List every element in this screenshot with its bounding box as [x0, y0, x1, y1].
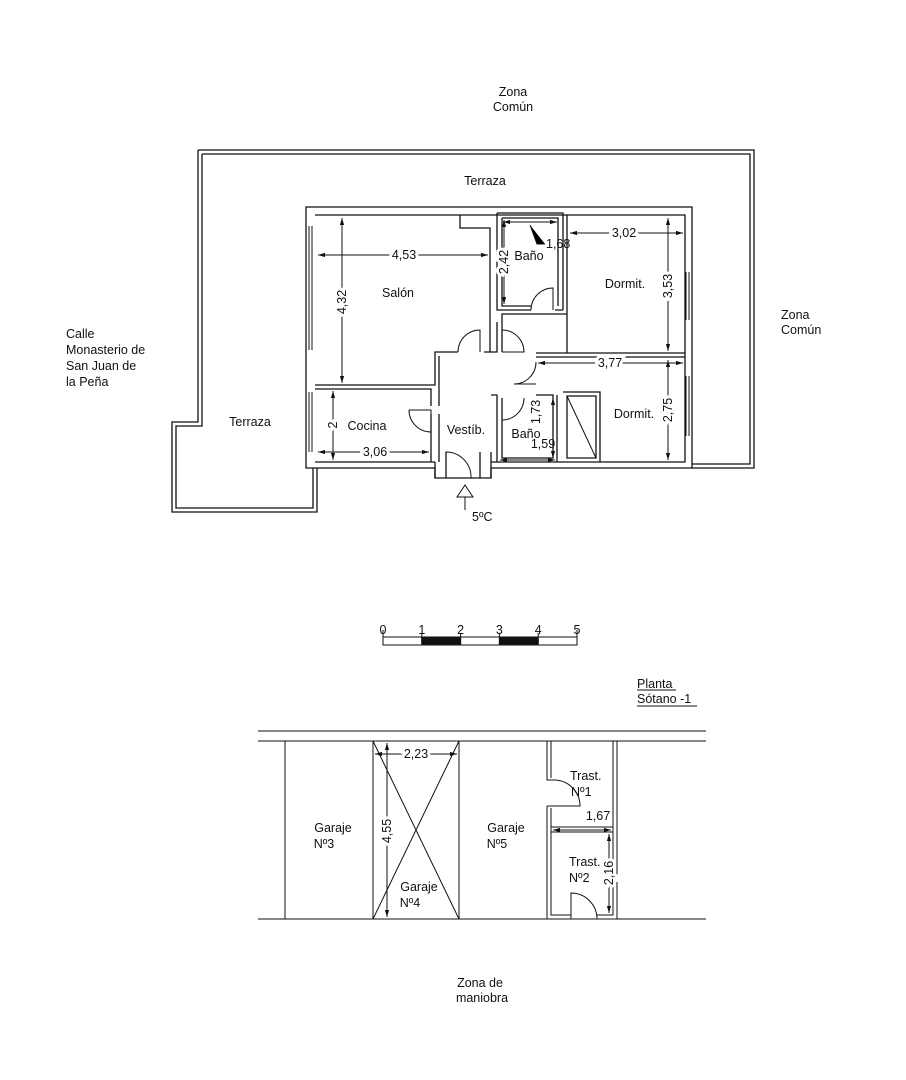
dim-cocina-depth: 2 [326, 421, 340, 428]
garage-labels: Garaje Nº3 Garaje Nº4 Garaje Nº5 Trast. … [314, 744, 619, 1005]
scale-tick-3: 3 [496, 623, 503, 637]
dim-bano-1-depth: 2,42 [497, 250, 511, 274]
room-labels: Zona Común Terraza Zona Común Calle Mona… [66, 85, 821, 524]
garage-dimension-lines [375, 743, 612, 917]
scale-tick-4: 4 [535, 623, 542, 637]
street-label-1: Calle [66, 327, 95, 341]
door-swings [408, 287, 554, 479]
scale-tick-0: 0 [380, 623, 387, 637]
title-line-1: Planta [637, 677, 672, 691]
entrance-arrow [456, 484, 474, 510]
terrace-outline [171, 149, 755, 513]
dimension-labels: 4,53 4,32 1,68 2,42 3,02 3,53 3,77 2,75 … [323, 223, 678, 462]
trastero-2-label-1: Trast. [569, 855, 600, 869]
dim-bano-1-width: 1,68 [546, 237, 570, 251]
dim-dormit-1-width: 3,02 [612, 226, 636, 240]
bano-1-label: Baño [514, 249, 543, 263]
salon-label: Salón [382, 286, 414, 300]
street-label-2: Monasterio de [66, 343, 145, 357]
dormit-1-label: Dormit. [605, 277, 645, 291]
dim-salon-depth: 4,32 [335, 290, 349, 314]
scale-segment-4 [498, 636, 539, 646]
scale-segment-2 [421, 636, 462, 646]
garage-walls [258, 730, 706, 920]
trastero-1-label-1: Trast. [570, 769, 601, 783]
dim-dormit-2-depth: 2,75 [661, 398, 675, 422]
zona-maniobra-label-1: Zona de [457, 976, 503, 990]
garaje-3-label-1: Garaje [314, 821, 352, 835]
scale-bar: 0 1 2 3 4 5 [380, 623, 581, 646]
scale-tick-5: 5 [574, 623, 581, 637]
garaje-4-label-1: Garaje [400, 880, 438, 894]
vestibulo-label: Vestíb. [447, 423, 485, 437]
trastero-2-label-2: Nº2 [569, 871, 590, 885]
dormit-2-label: Dormit. [614, 407, 654, 421]
dim-trastero-width: 1,67 [586, 809, 610, 823]
title-line-2: Sótano -1 [637, 692, 691, 706]
lower-plan-title: Planta Sótano -1 [637, 677, 697, 707]
scale-tick-1: 1 [418, 623, 425, 637]
terraza-left-label: Terraza [229, 415, 271, 429]
garaje-4-label-2: Nº4 [400, 896, 421, 910]
street-label-4: la Peña [66, 375, 108, 389]
zona-comun-top-label-2: Común [493, 100, 533, 114]
dim-garaje-4-width: 2,23 [404, 747, 428, 761]
zona-comun-right-label-1: Zona [781, 308, 810, 322]
garaje-5-label-1: Garaje [487, 821, 525, 835]
dim-bano-2-depth: 1,73 [529, 400, 543, 424]
zona-maniobra-label-2: maniobra [456, 991, 508, 1005]
scale-tick-2: 2 [457, 623, 464, 637]
zona-comun-right-label-2: Común [781, 323, 821, 337]
trastero-1-label-2: Nº1 [571, 785, 592, 799]
dim-salon-width: 4,53 [392, 248, 416, 262]
bano-2-label: Baño [511, 427, 540, 441]
dim-dormit-2-width: 3,77 [598, 356, 622, 370]
garaje-5-label-2: Nº5 [487, 837, 508, 851]
dim-dormit-1-depth: 3,53 [661, 274, 675, 298]
dimension-lines [318, 218, 683, 463]
dim-cocina-width: 3,06 [363, 445, 387, 459]
entrance-label: 5ºC [472, 510, 493, 524]
cocina-label: Cocina [348, 419, 387, 433]
dim-garaje-4-depth: 4,55 [380, 819, 394, 843]
dim-bano-2-width: 1,59 [531, 437, 555, 451]
terraza-top-label: Terraza [464, 174, 506, 188]
dim-trastero-2-depth: 2,16 [602, 861, 616, 885]
zona-comun-top-label-1: Zona [499, 85, 528, 99]
street-label-3: San Juan de [66, 359, 136, 373]
garaje-3-label-2: Nº3 [314, 837, 335, 851]
apartment-walls [305, 206, 693, 479]
